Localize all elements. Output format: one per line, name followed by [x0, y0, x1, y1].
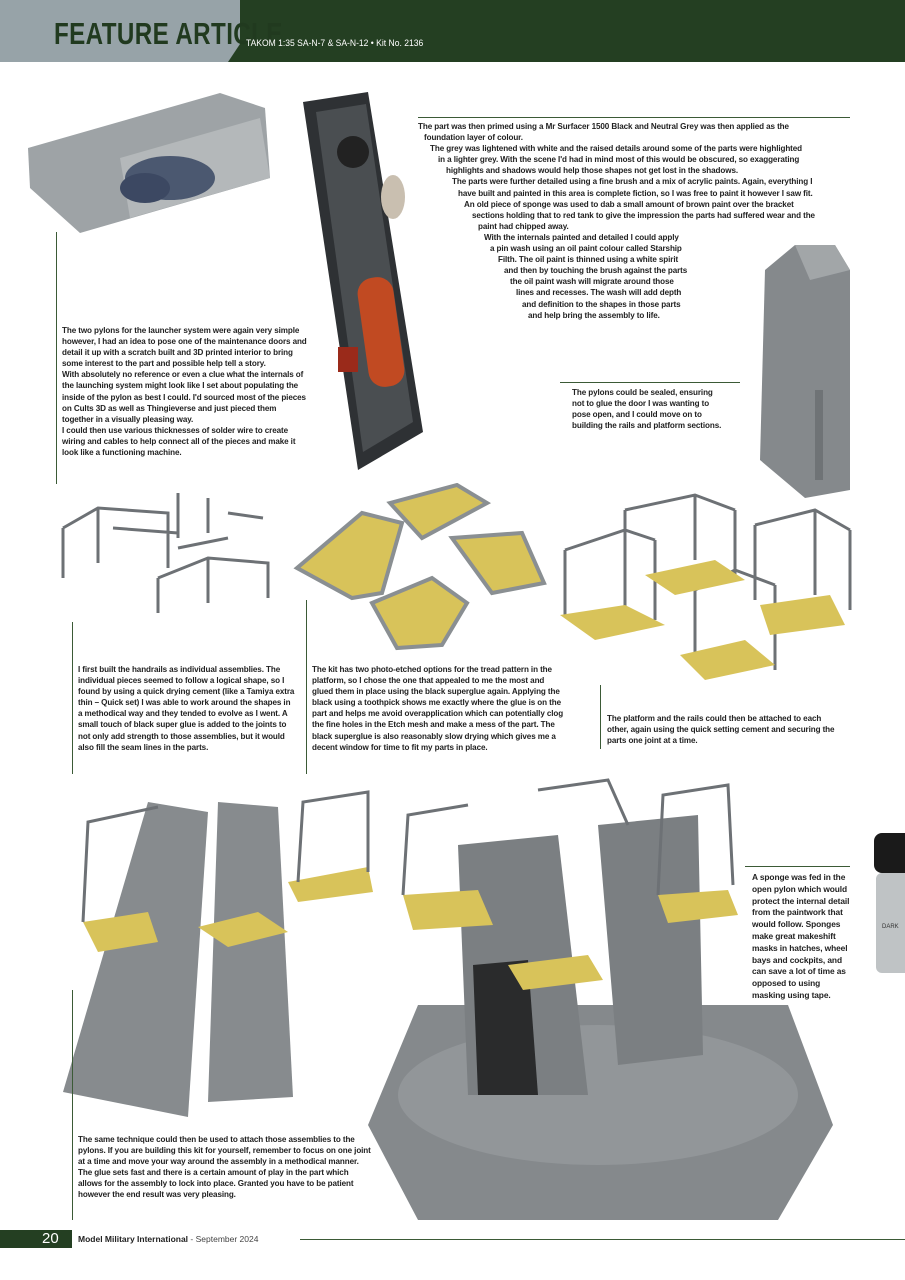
caption-rule [600, 685, 601, 749]
caption-line: in a lighter grey. With the scene I'd ha… [438, 155, 800, 165]
caption-line: and help bring the assembly to life. [528, 310, 660, 320]
caption-platform: The platform and the rails could then be… [607, 714, 835, 746]
caption-rule [72, 622, 73, 774]
footer-page-box [0, 1230, 72, 1248]
caption-handrails: I first built the handrails as individua… [78, 665, 295, 752]
caption-line: have built and painted in this area is c… [458, 188, 813, 198]
header-section-tab [0, 0, 240, 62]
caption-paragraph: With absolutely no reference or even a c… [62, 370, 306, 424]
caption-line: The part was then primed using a Mr Surf… [418, 122, 789, 131]
photo-pylon-interior [303, 92, 423, 470]
caption-sponge: A sponge was fed in the open pylon which… [752, 872, 850, 1000]
caption-line: a pin wash using an oil paint colour cal… [490, 244, 682, 254]
article-subtitle: TAKOM 1:35 SA-N-7 & SA-N-12 • Kit No. 21… [246, 38, 424, 49]
caption-line: With the internals painted and detailed … [484, 232, 679, 242]
caption-pylons: The two pylons for the launcher system w… [62, 325, 307, 458]
caption-line: the oil paint wash will migrate around t… [510, 277, 674, 287]
caption-line: highlights and shadows would help those … [446, 166, 738, 176]
photo-sealed-pylon [760, 245, 850, 498]
photo-etched-platform-plates [293, 483, 547, 651]
caption-paragraph: The two pylons for the launcher system w… [62, 326, 307, 369]
caption-pylons-sealed: The pylons could be sealed, ensuring not… [572, 388, 722, 431]
page-number: 20 [42, 1230, 59, 1247]
photo-open-pylon-parts [28, 93, 270, 233]
issue-date: - September 2024 [188, 1234, 259, 1244]
caption-same-technique: The same technique could then be used to… [78, 1135, 371, 1200]
caption-line: and then by touching the brush against t… [504, 266, 688, 276]
caption-rule [56, 232, 57, 484]
section-title: FEATURE ARTICLE [54, 16, 283, 51]
photo-assembled-launcher [368, 778, 833, 1220]
paint-jar-label: DARK [882, 924, 899, 930]
caption-line: and definition to the shapes in those pa… [522, 299, 681, 309]
photo-handrails [61, 493, 270, 613]
caption-line: sections holding that to red tank to giv… [472, 210, 815, 220]
caption-rule [418, 117, 850, 118]
caption-rule [560, 382, 740, 383]
caption-line: Filth. The oil paint is thinned using a … [498, 255, 679, 265]
caption-photo-etch: The kit has two photo-etched options for… [312, 665, 564, 752]
footer-publication: Model Military International - September… [78, 1234, 258, 1244]
caption-rule [72, 990, 73, 1220]
caption-line: paint had chipped away. [478, 221, 569, 231]
caption-primer: The part was then primed using a Mr Surf… [418, 121, 815, 321]
caption-rule [306, 600, 307, 774]
caption-line: The grey was lightened with white and th… [430, 144, 803, 154]
caption-paragraph: I could then use various thicknesses of … [62, 425, 296, 458]
caption-line: The parts were further detailed using a … [452, 177, 813, 187]
publication-name: Model Military International [78, 1234, 189, 1244]
photo-pylons-with-platforms [63, 790, 373, 1117]
caption-line: An old piece of sponge was used to dab a… [464, 199, 794, 209]
caption-rule [745, 866, 850, 867]
caption-line: lines and recesses. The wash will add de… [516, 288, 682, 298]
footer-rule [300, 1239, 905, 1240]
caption-line: foundation layer of colour. [424, 133, 523, 143]
photo-paint-jar: DARK [874, 833, 905, 973]
photo-platforms-with-rails [560, 493, 852, 680]
